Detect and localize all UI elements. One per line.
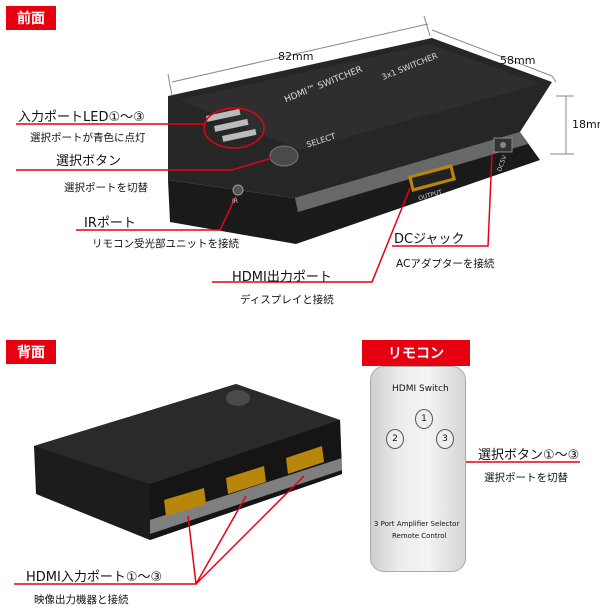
dimension-lines [167,15,574,155]
height-dimension: 18mm [572,118,600,131]
hdmi-out-callout-desc: ディスプレイと接続 [240,294,334,306]
back-leader-lines [14,475,305,585]
remote-footer-line1: 3 Port Amplifier Selector [374,520,460,528]
front-leader-lines [16,123,493,283]
remote-title: HDMI Switch [392,384,449,394]
led-callout-title: 入力ポートLED①～③ [18,110,145,125]
remote-button-1[interactable]: 1 [415,409,433,429]
remote-footer-line2: Remote Control [392,532,447,540]
remote-button-2[interactable]: 2 [386,429,404,449]
remote-section-tag: リモコン [362,340,470,366]
width-dimension: 82mm [278,50,314,63]
back-section-tag: 背面 [6,340,56,364]
front-section-tag: 前面 [6,6,56,30]
remote-button-3[interactable]: 3 [436,429,454,449]
hdmi-in-callout-title: HDMI入力ポート①～③ [26,570,163,585]
hdmi-out-callout-title: HDMI出力ポート [232,270,332,285]
ir-callout-title: IRポート [84,216,136,231]
dc-callout-desc: ACアダプターを接続 [396,258,495,270]
ir-callout-desc: リモコン受光部ユニットを接続 [92,238,239,250]
led-callout-desc: 選択ポートが青色に点灯 [30,132,146,144]
dc-callout-title: DCジャック [394,232,465,247]
hdmi-in-callout-desc: 映像出力機器と接続 [34,594,129,606]
depth-dimension: 58mm [500,54,536,67]
remote-control [370,366,466,572]
device-ir-print: IR [232,198,238,205]
remote-callout-title: 選択ボタン①～③ [478,448,580,463]
front-device [168,38,552,244]
select-callout-desc: 選択ポートを切替 [64,182,148,194]
remote-callout-desc: 選択ポートを切替 [484,472,568,484]
select-callout-title: 選択ボタン [56,154,122,169]
